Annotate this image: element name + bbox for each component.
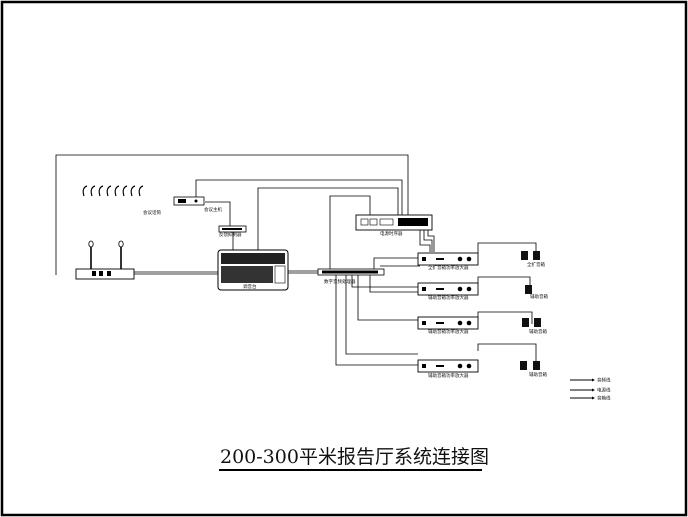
legend-label-power: 电源线 [597,387,611,394]
amplifier-1 [417,252,479,266]
conference-host [173,196,205,206]
legend-item-speaker: 音箱线 [570,395,611,402]
amplifier-3 [417,316,479,330]
diagram-title: 200-300平米报告厅系统连接图 [220,446,489,468]
power-sequencer [355,214,433,231]
speaker-pair-4 [520,361,540,370]
label-power-sequencer: 电源时序器 [380,230,403,237]
amplifier-4 [417,359,479,373]
wireless-mic-receiver [75,240,135,280]
speaker-pair-3 [522,318,541,327]
legend: 音频线 电源线 音箱线 [570,377,611,402]
amplifier-2 [417,282,479,296]
label-amp-3: 辅助音箱功率放大器 [428,328,469,335]
label-speaker-2: 辅助音箱 [530,293,548,300]
label-mic-array: 会议话筒 [143,209,161,216]
label-amp-1: 全扩音箱功率放大器 [428,264,469,271]
feedback-suppressor [218,225,247,233]
label-amp-2: 辅助音箱功率放大器 [428,294,469,301]
label-speaker-4: 辅助音箱 [529,371,547,378]
legend-label-speaker: 音箱线 [597,395,611,402]
audio-processor [317,268,385,276]
label-speaker-3: 辅助音箱 [529,328,547,335]
speaker-pair-2 [525,285,532,294]
wiring [55,154,537,366]
label-audio-processor: 数字音频处理器 [324,278,356,285]
legend-label-audio: 音频线 [597,377,611,384]
label-feedback-suppressor: 反馈抑制器 [219,231,242,238]
legend-item-power: 电源线 [570,387,611,394]
legend-item-audio: 音频线 [570,377,611,384]
label-speaker-1: 全扩音箱 [527,261,545,268]
label-mixer: 调音台 [243,283,257,290]
mixer [217,249,289,291]
label-conference-host: 会议主机 [204,206,222,213]
conference-mic-array [82,185,144,197]
label-amp-4: 辅助音箱功率放大器 [428,372,469,379]
speaker-pair-1 [521,251,540,260]
